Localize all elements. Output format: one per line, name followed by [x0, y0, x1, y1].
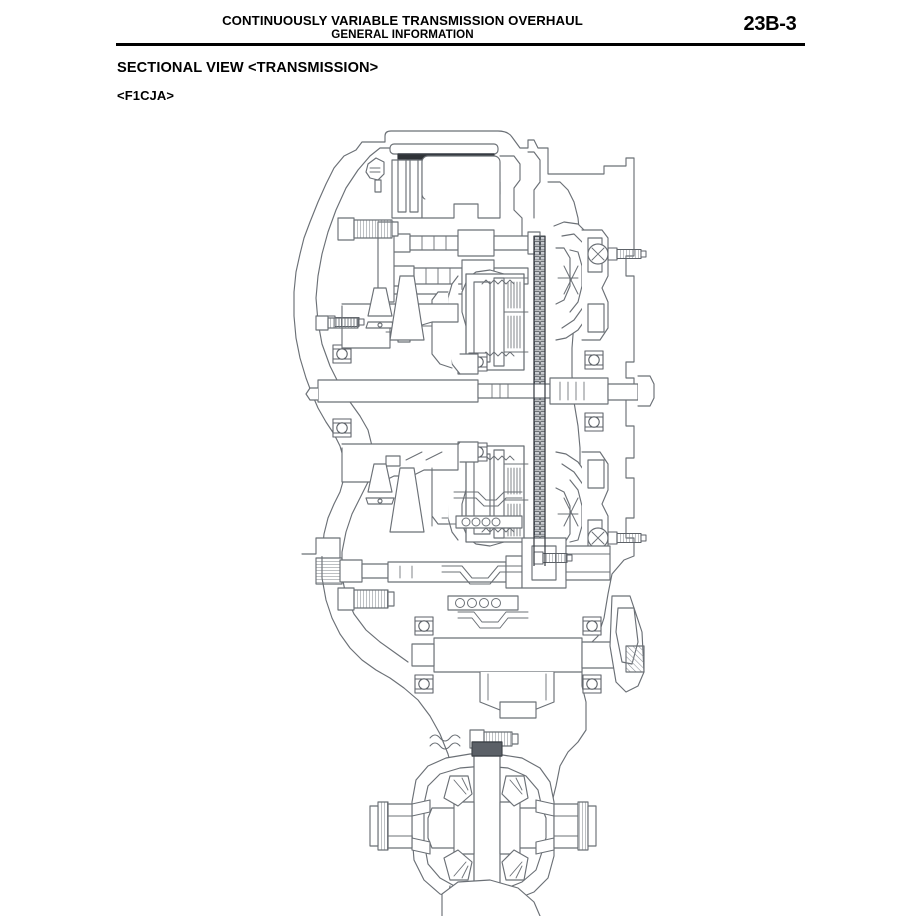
variant-title: <F1CJA> — [117, 88, 175, 103]
header-title: CONTINUOUSLY VARIABLE TRANSMISSION OVERH… — [222, 13, 583, 28]
header-subtitle: GENERAL INFORMATION — [331, 28, 474, 41]
section-title: SECTIONAL VIEW <TRANSMISSION> — [117, 60, 379, 76]
page-header: CONTINUOUSLY VARIABLE TRANSMISSION OVERH… — [0, 0, 918, 48]
transmission-sectional-drawing — [282, 126, 668, 916]
sectional-view-svg — [293, 130, 655, 916]
header-rule — [116, 43, 805, 46]
page-number: 23B-3 — [743, 13, 797, 35]
